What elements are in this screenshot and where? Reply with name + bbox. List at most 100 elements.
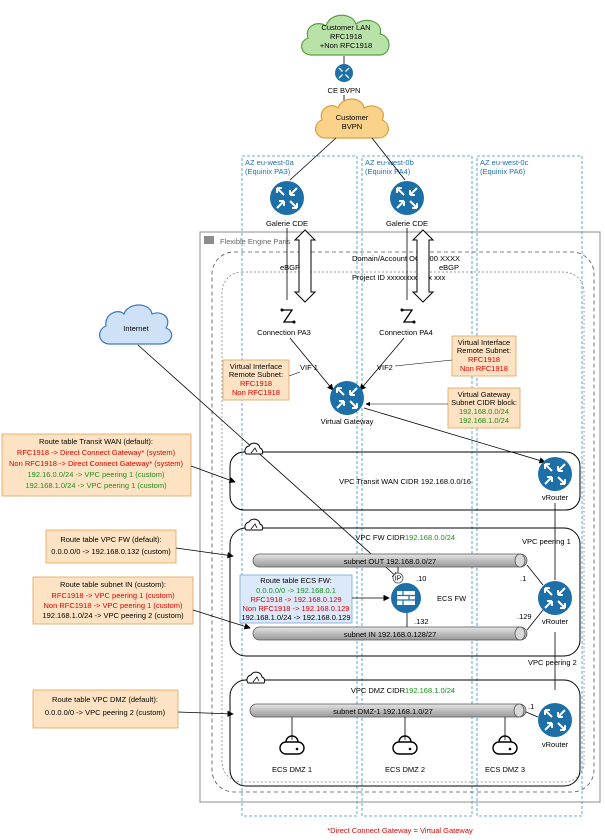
rt-ecs-l3: Non RFC1918 -> 192.168.0.129 [243, 604, 350, 613]
rt-dmz-l1: 0.0.0.0/0 -> VPC peering 2 (custom) [45, 708, 166, 717]
vi-left-note: Virtual Interface Remote Subnet: RFC1918… [222, 359, 290, 401]
customer-bvpn-cloud: Customer BVPN [315, 98, 389, 139]
vi-right-l2: Remote Subnet: [457, 346, 511, 355]
ip-badge: IP [392, 572, 404, 584]
ip-1a-label: .1 [520, 574, 526, 583]
vpc-dmz-icon [246, 671, 266, 684]
domain-boundary [211, 251, 595, 793]
ip-129-label: .129 [517, 612, 532, 621]
rt-transit-l1: RFC1918 -> Direct Connect Gateway* (syst… [17, 448, 176, 457]
svg-text:IP: IP [395, 576, 402, 583]
ebgp-arrow-1 [293, 229, 317, 303]
rt-transit-note: Route table Transit WAN (default): RFC19… [1, 433, 192, 497]
customer-bvpn-sub: BVPN [342, 122, 362, 131]
ecs-fw-label: ECS FW [437, 594, 467, 603]
vrouter-1-icon [537, 456, 573, 492]
rt-vpcfw-title: Route table VPC FW (default): [60, 535, 161, 544]
galerie-cde-1-router-icon [269, 180, 305, 216]
galerie-cde-2-label: Galerie CDE [386, 219, 428, 228]
customer-lan-nonrfc: +Non RFC1918 [320, 41, 372, 50]
rt-subnet-in-l3: 192.168.1.0/24 -> VPC peering 2 (custom) [42, 611, 184, 620]
vpc-fw-cidr: 192.168.0.0/24 [405, 533, 455, 542]
domain-label: Domain/Account OCB000 XXXX [352, 254, 460, 263]
galerie-cde-1-label: Galerie CDE [266, 219, 308, 228]
subnet-in-tube: subnet IN 192.168.0.128/27 [252, 626, 528, 641]
vi-left-l2: Remote Subnet: [229, 370, 283, 379]
vpc-fw-icon [244, 518, 264, 531]
az-a-name: AZ eu-west-0a [245, 158, 295, 167]
vi-right-l1: Virtual Interface [458, 338, 510, 347]
galerie-cde-2-router-icon [389, 180, 425, 216]
az-column-b: AZ eu-west-0b (Equinix PA4) [361, 155, 473, 817]
ecs-dmz-1-label: ECS DMZ 1 [272, 765, 312, 774]
rt-ecs-l1: 0.0.0.0/0 -> 192.168.0.1 [256, 586, 336, 595]
connection-pa3-label: Connection PA3 [257, 328, 311, 337]
ebgp-1-label: eBGP [280, 263, 300, 272]
ce-bvpn-label: CE BVPN [328, 86, 361, 95]
rt-ecs-note: Route table ECS FW: 0.0.0.0/0 -> 192.168… [239, 574, 353, 624]
vpc-transit-wan: VPC Transit WAN CIDR 192.168.0.0/16 [229, 442, 581, 511]
rt-ecs-title: Route table ECS FW: [260, 576, 332, 585]
vgw-l1: Virtual Gateway [458, 390, 511, 399]
ebgp-2-label: eBGP [439, 263, 459, 272]
vgw-l3: 192.168.0.0/24 [459, 407, 509, 416]
virtual-gateway-router-icon [329, 380, 365, 416]
vpc-peering-2-label: VPC peering 2 [528, 658, 577, 667]
vi-left-l3: RFC1918 [240, 379, 272, 388]
vrouter-3-label: vRouter [542, 740, 569, 749]
subnet-in-label: subnet IN 192.168.0.128/27 [344, 630, 437, 639]
rt-dmz-title: Route table VPC DMZ (default): [52, 695, 158, 704]
vpc-peering-1-label: VPC peering 1 [522, 537, 571, 546]
ecs-dmz-3-label: ECS DMZ 3 [485, 765, 525, 774]
ip-132-label: .132 [414, 617, 429, 626]
rt-transit-title: Route table Transit WAN (default): [39, 437, 153, 446]
customer-bvpn-title: Customer [336, 113, 369, 122]
subnet-out-label: subnet OUT 192.168.0.0/27 [344, 557, 436, 566]
vi-right-l3: RFC1918 [468, 355, 500, 364]
connection-pa3-icon [280, 308, 296, 324]
footnote: *Direct Connect Gateway = Virtual Gatewa… [327, 826, 473, 835]
ecs-dmz-2-label: ECS DMZ 2 [385, 765, 425, 774]
rt-ecs-l2: RFC1918 -> 192.168.0.129 [250, 595, 341, 604]
vif1-label: VIF 1 [300, 363, 318, 372]
az-a-sub: (Equinix PA3) [245, 167, 291, 176]
vgw-subnet-note: Virtual Gateway Subnet CIDR block: 192.1… [447, 387, 521, 429]
az-b-sub: (Equinix PA4) [365, 167, 411, 176]
vpc-fw-label: VPC FW CIDR [355, 533, 405, 542]
flexible-engine-region: Flexible Engine Paris [199, 231, 601, 803]
project-label: Project ID xxxxxxxxxxxx xxx [352, 273, 446, 282]
subnet-dmz-tube: subnet DMZ-1 192.168.1.0/27 [249, 703, 527, 718]
customer-lan-title: Customer LAN [321, 23, 370, 32]
az-column-c: AZ eu-west-0c (Equinix PA6) [476, 155, 583, 817]
vgw-l4: 192.168.1.0/24 [459, 416, 509, 425]
rt-subnet-in-note: Route table subnet IN (custom): RFC1918 … [32, 576, 194, 625]
subnet-dmz-label: subnet DMZ-1 192.168.1.0/27 [333, 707, 433, 716]
connection-pa4-label: Connection PA4 [379, 328, 433, 337]
connection-pa4-icon [400, 308, 416, 324]
virtual-gateway-label: Virtual Gateway [321, 417, 374, 426]
vrouter-3-icon [537, 702, 573, 738]
vi-left-l1: Virtual Interface [230, 362, 282, 371]
customer-lan-rfc: RFC1918 [330, 32, 362, 41]
vif2-label: VIF2 [377, 363, 393, 372]
vi-right-l4: Non RFC1918 [460, 364, 508, 373]
vpc-dmz: VPC DMZ CIDR 192.168.1.0/24 [229, 671, 581, 787]
az-column-a: AZ eu-west-0a (Equinix PA3) [241, 155, 358, 817]
rt-subnet-in-l1: RFC1918 -> VPC peering 1 (custom) [51, 591, 175, 600]
vpc-dmz-cidr: 192.168.1.0/24 [405, 686, 455, 695]
az-c-name: AZ eu-west-0c [480, 158, 529, 167]
rt-dmz-note: Route table VPC DMZ (default): 0.0.0.0/0… [32, 689, 179, 729]
vpc-dmz-label: VPC DMZ CIDR [351, 686, 406, 695]
az-b-name: AZ eu-west-0b [365, 158, 414, 167]
ip-1b-label: .1 [528, 702, 534, 711]
ebgp-arrow-2 [411, 229, 435, 303]
vpc-transit-label: VPC Transit WAN CIDR 192.168.0.0/16 [339, 477, 471, 486]
ecs-fw-icon [391, 583, 421, 613]
vgw-l2: Subnet CIDR block: [451, 398, 517, 407]
ce-bvpn-router-icon [334, 63, 354, 83]
internet-cloud: Internet [99, 304, 173, 345]
flexible-engine-label: Flexible Engine Paris [220, 237, 291, 246]
vrouter-2-label: vRouter [542, 617, 569, 626]
internet-link [137, 344, 399, 579]
customer-lan-cloud: Customer LAN RFC1918 +Non RFC1918 [301, 14, 390, 56]
